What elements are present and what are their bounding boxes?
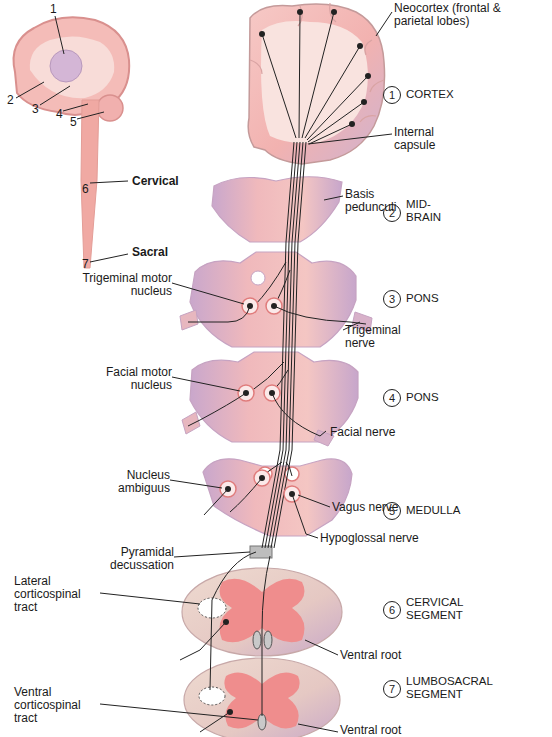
callout-number: 7 (82, 258, 89, 271)
spinal-cord (81, 100, 99, 268)
cerebellum (97, 95, 123, 121)
level-label: MEDULLA (406, 504, 460, 517)
midbrain-section (212, 177, 342, 242)
sagittal-brain (14, 16, 130, 268)
level-number-circle: 7 (383, 680, 401, 698)
level-label: PONS (406, 292, 439, 305)
thalamus (50, 50, 82, 82)
level-number-circle: 3 (383, 290, 401, 308)
structure-label: Internal capsule (394, 126, 464, 152)
level-number: 1 (389, 89, 395, 101)
pyramidal-cells (259, 9, 371, 127)
structure-label: Facial nerve (330, 426, 420, 439)
structure-label: Lateral corticospinal tract (14, 575, 106, 614)
level-number-circle: 1 (383, 86, 401, 104)
gyri-lines (250, 3, 384, 122)
callout-number: 3 (32, 103, 39, 116)
structure-label: Hypoglossal nerve (320, 532, 440, 545)
level-label: LUMBOSACRAL SEGMENT (406, 675, 526, 701)
level-label: MID-BRAIN (406, 198, 450, 224)
structure-label: Trigeminal motor nucleus (68, 272, 172, 298)
level-label: CORTEX (406, 88, 454, 101)
descending-fibers (210, 142, 306, 716)
structure-label: Ventral root (340, 724, 430, 737)
decussation-bar (250, 546, 272, 558)
level-number: 3 (389, 293, 395, 305)
level-label: CERVICAL SEGMENT (406, 596, 502, 622)
structure-label: Trigeminal nerve (345, 324, 417, 350)
region-label: Cervical (132, 175, 179, 188)
structure-label: Pyramidal decussation (80, 546, 174, 572)
level-number: 4 (389, 392, 395, 404)
level-number: 7 (389, 683, 395, 695)
cortex-section (248, 3, 384, 164)
callout-leaders (16, 16, 128, 262)
pyramidal-fibers (262, 12, 368, 144)
callout-number: 2 (7, 94, 14, 107)
level-label: PONS (406, 391, 439, 404)
cortex-outline (248, 4, 384, 164)
white-matter (30, 36, 114, 98)
level-number-circle: 4 (383, 389, 401, 407)
region-label: Sacral (132, 246, 168, 259)
structure-label: Facial motor nucleus (72, 366, 172, 392)
structure-label: Ventral corticospinal tract (14, 686, 106, 725)
callout-number: 6 (82, 183, 89, 196)
motor-nuclei (180, 298, 366, 732)
callout-number: 1 (50, 3, 57, 16)
structure-label: Nucleus ambiguus (74, 469, 170, 495)
white-matter (261, 21, 368, 143)
structure-label: Ventral root (340, 649, 430, 662)
callout-number: 4 (56, 108, 63, 121)
pons-trigeminal-section (180, 252, 372, 347)
callout-number: 5 (70, 116, 77, 129)
level-number: 6 (389, 604, 395, 616)
level-number-circle: 6 (383, 601, 401, 619)
structure-label: Neocortex (frontal & parietal lobes) (394, 2, 506, 28)
